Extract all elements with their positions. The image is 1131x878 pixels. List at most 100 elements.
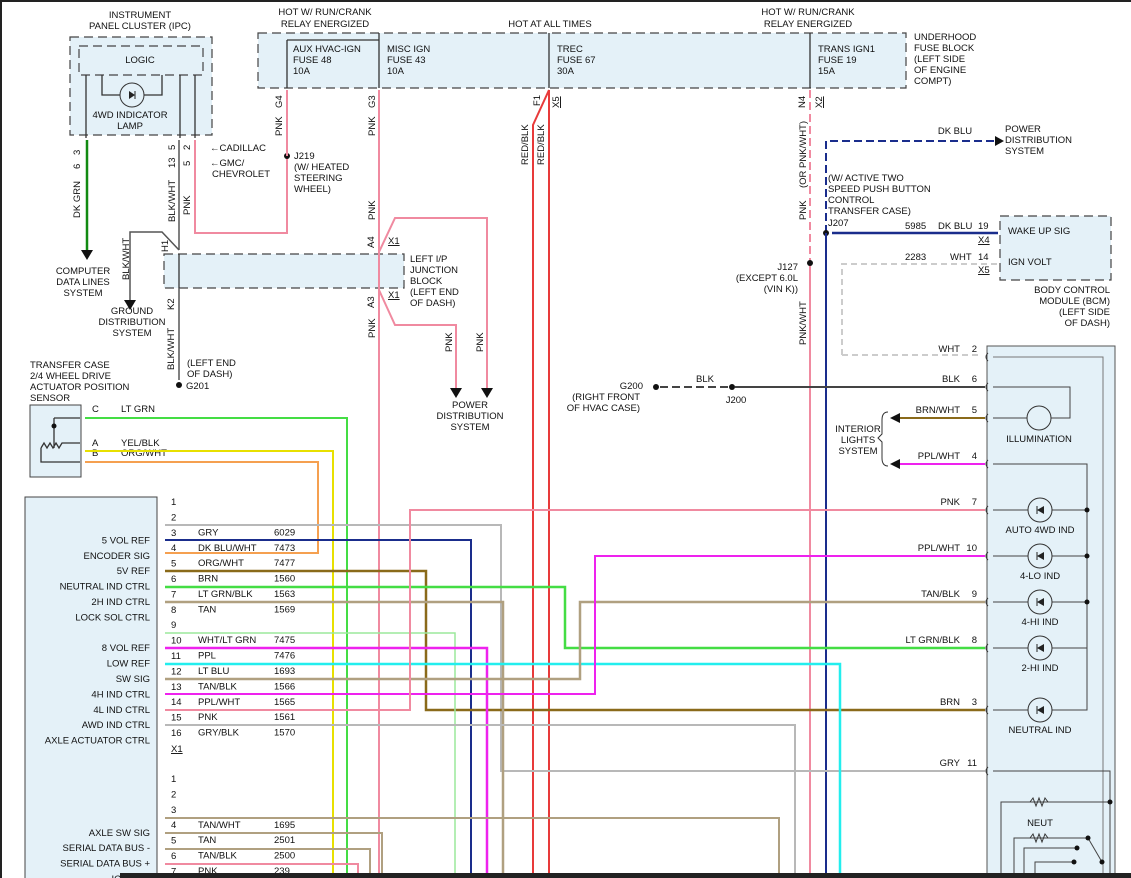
wire-lt-grn-blk-1563: [165, 585, 985, 650]
x2-wire-label-5: TAN/BLK: [198, 851, 238, 862]
x2-circuit-6: 239: [274, 866, 290, 877]
sensor-label-4: SENSOR: [30, 393, 70, 404]
switch-wire-label-8: LT GRN/BLK: [905, 635, 960, 646]
j219-note-2: STEERING: [294, 173, 343, 184]
x1-pin-3: 3: [171, 528, 176, 539]
x1-pin-12: 12: [171, 666, 182, 677]
j207-note-3: CONTROL: [828, 195, 874, 206]
conn-x2: X2: [814, 96, 825, 108]
x2-pin-1: 1: [171, 774, 176, 785]
x1-signal-3: ENCODER SIG: [83, 551, 150, 562]
jb-label-1: LEFT I/P: [410, 254, 447, 265]
wire-label-blkwht: BLK/WHT: [167, 180, 178, 222]
x2-circuit-5: 2500: [274, 851, 295, 862]
x1-pin-4: 4: [171, 543, 176, 554]
wire-label-or-pnkwht: (OR PNK/WHT): [798, 121, 809, 188]
conn-x1-bottom: X1: [388, 290, 400, 301]
fuse-43-rating: 10A: [387, 66, 405, 77]
jb-label-5: OF DASH): [410, 298, 455, 309]
wire-pnk-power-dist-1: [378, 217, 488, 388]
j219-label: J219: [294, 151, 315, 162]
wire-org-wht: [85, 461, 319, 554]
pin-n4: N4: [797, 96, 808, 108]
x1-circuit-6: 1563: [274, 589, 295, 600]
bcm-label-1: BODY CONTROL: [1034, 285, 1110, 296]
switch-pin-2: 2: [972, 344, 977, 355]
fuse-48-rating: 10A: [293, 66, 311, 77]
splice-j127: [807, 260, 813, 266]
wire-label-wht: WHT: [950, 252, 972, 263]
x1-pin-7: 7: [171, 589, 176, 600]
switch-wire-label-10: PPL/WHT: [918, 543, 960, 554]
circuit-2283: 2283: [905, 252, 926, 263]
body-control-module: WAKE UP SIG IGN VOLT BODY CONTROL MODULE…: [999, 215, 1112, 329]
x1-pin-2: 2: [171, 512, 176, 523]
connector-terminal: [985, 766, 989, 776]
circuit-5985: 5985: [905, 221, 926, 232]
sensor-pin-a: A: [92, 438, 99, 449]
switch-pin-8: 8: [972, 635, 977, 646]
transfer-case-control-module: [24, 496, 158, 878]
wire-label-pnk-pd2: PNK: [475, 332, 486, 352]
connector-terminal: [985, 643, 989, 653]
x1-circuit-15: 1570: [274, 728, 295, 739]
g200-label: G200: [620, 381, 643, 392]
pin-5: 5: [167, 145, 178, 150]
fuse-19-rating: 15A: [818, 66, 836, 77]
illumination-bulb-icon: [1026, 405, 1052, 431]
wire-label-dkblu-pd: DK BLU: [938, 126, 972, 137]
connector-terminal: [985, 597, 989, 607]
x2-signal-5: SERIAL DATA BUS +: [60, 859, 150, 870]
x1-wire-label-2: GRY: [198, 527, 219, 538]
sensor-wire-label-0: LT GRN: [121, 404, 155, 415]
x1-pin-9: 9: [171, 620, 176, 631]
x2-wire-label-6: PNK: [198, 866, 218, 877]
sensor-pin-b: B: [92, 448, 98, 459]
fuse-67-rating: 30A: [557, 66, 575, 77]
wire-brn-1560: [165, 569, 985, 712]
hot-label-5: RELAY ENERGIZED: [764, 19, 852, 30]
x1-circuit-3: 7473: [274, 543, 295, 554]
ground-g200-icon: [653, 384, 659, 390]
wire-label-pnk-a3: PNK: [367, 318, 378, 338]
indicator-label-1: 4-LO IND: [1020, 571, 1060, 582]
power-dist-label-3: SYSTEM: [450, 422, 489, 433]
g201-note-2: OF DASH): [187, 369, 232, 380]
x1-pin-8: 8: [171, 605, 176, 616]
x2-signal-3: AXLE SW SIG: [89, 828, 150, 839]
wire-gry-blk-1570: [165, 724, 796, 878]
jb-label-2: JUNCTION: [410, 265, 458, 276]
switch-pin-7: 7: [972, 497, 977, 508]
x1-wire-label-6: LT GRN/BLK: [198, 589, 253, 600]
x1-signal-4: 5V REF: [117, 566, 150, 577]
x1-wire-label-11: LT BLU: [198, 666, 229, 677]
bottom-scrollbar[interactable]: [120, 873, 1131, 878]
switch-pin-11: 11: [967, 758, 977, 769]
j200-label: J200: [726, 395, 747, 406]
x1-pin-16: 16: [171, 728, 182, 739]
bcm-wakeup-label: WAKE UP SIG: [1008, 226, 1070, 237]
wire-label-dkgrn: DK GRN: [72, 181, 83, 218]
x1-wire-label-12: TAN/BLK: [198, 681, 238, 692]
bcm-label-3: (LEFT SIDE: [1059, 307, 1110, 318]
transfer-case-sensor: TRANSFER CASE 2/4 WHEEL DRIVE ACTUATOR P…: [29, 360, 130, 478]
fuse-block-label-5: COMPT): [914, 76, 951, 87]
wire-label-dkblu: DK BLU: [938, 221, 972, 232]
x1-wire-label-3: DK BLU/WHT: [198, 543, 257, 554]
ground-dist-label: GROUND: [111, 306, 153, 317]
connector-terminal: [985, 459, 989, 469]
computer-data-lines-label-2: DATA LINES: [56, 277, 110, 288]
x2-pin-4: 4: [171, 820, 176, 831]
x1-circuit-10: 7476: [274, 651, 295, 662]
x1-pin-6: 6: [171, 574, 176, 585]
fuse-48-num: FUSE 48: [293, 55, 332, 66]
j127-label: J127: [777, 262, 798, 273]
cadillac-label: ←CADILLAC: [210, 143, 266, 154]
x1-wire-label-10: PPL: [198, 651, 216, 662]
pin-h1: H1: [160, 240, 171, 252]
jb-label-4: (LEFT END: [410, 287, 459, 298]
sensor-label-2: 2/4 WHEEL DRIVE: [30, 371, 111, 382]
bcm-conn-x5: X5: [978, 265, 990, 276]
